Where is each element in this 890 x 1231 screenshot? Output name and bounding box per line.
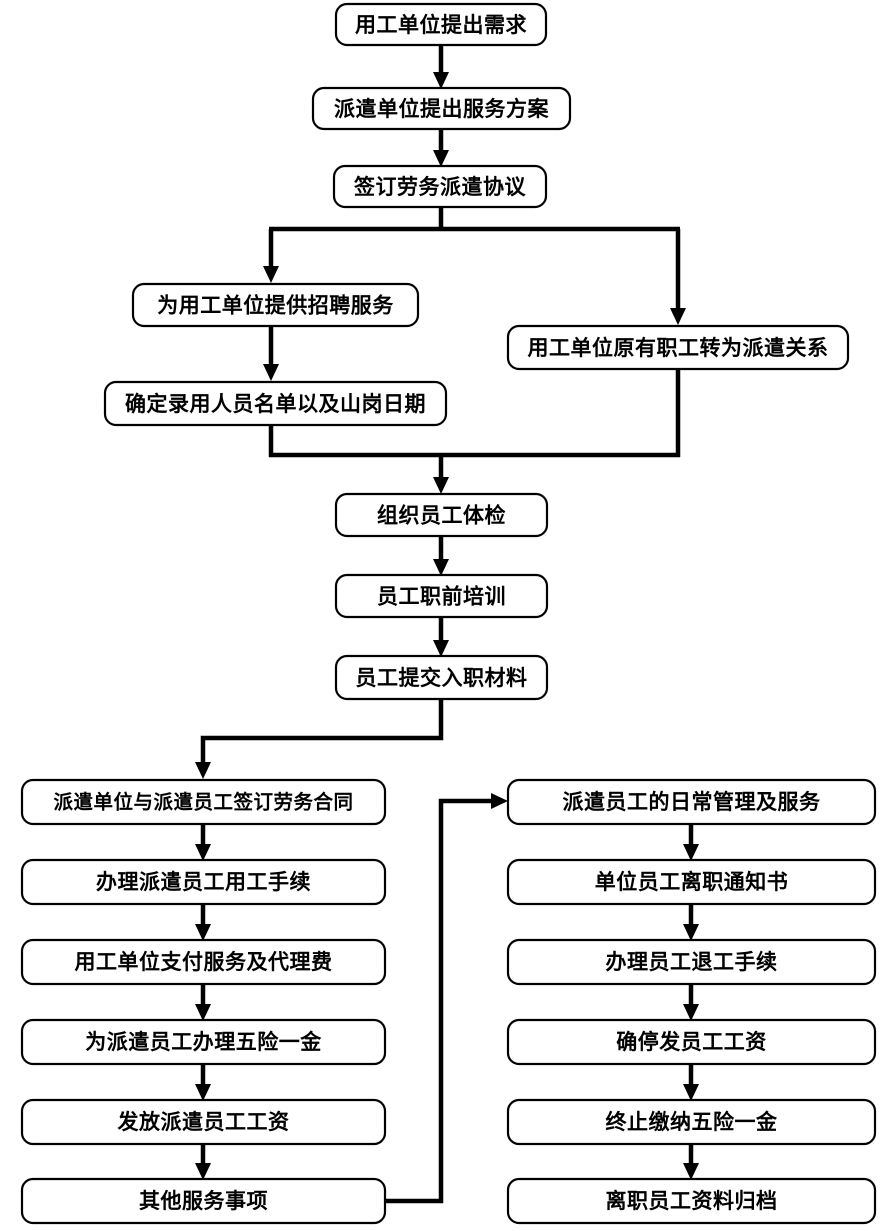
- node-box-l1[interactable]: [20, 778, 387, 826]
- node-label-n5: 用工单位原有职工转为派遣关系: [528, 336, 829, 360]
- node-label-n8: 员工职前培训: [377, 585, 506, 609]
- edge-splitbar-n4: [263, 229, 279, 283]
- node-label-n3: 签订劳务派遣协议: [353, 175, 526, 199]
- edge-r4-r5: [683, 1064, 699, 1101]
- node-medical-exam[interactable]: 组织员工体检: [334, 492, 549, 538]
- node-daily-management[interactable]: 派遣员工的日常管理及服务: [506, 778, 877, 826]
- node-box-n3[interactable]: [332, 164, 548, 209]
- node-resignation-notice[interactable]: 单位员工离职通知书: [506, 858, 877, 906]
- node-box-r5[interactable]: [506, 1098, 877, 1146]
- edge-n4-n6: [263, 326, 279, 381]
- edge-l1-l2: [195, 824, 211, 861]
- node-box-r1[interactable]: [506, 778, 877, 826]
- node-box-r3[interactable]: [506, 938, 877, 986]
- node-pay-service-fee[interactable]: 用工单位支付服务及代理费: [20, 938, 387, 986]
- node-other-services[interactable]: 其他服务事项: [20, 1177, 387, 1225]
- edge-n2-n3: [433, 129, 449, 167]
- node-layer: 用工单位提出需求 派遣单位提出服务方案 签订劳务派遣协议 为用工单位提供招聘服务…: [20, 2, 877, 1225]
- node-service-proposal[interactable]: 派遣单位提出服务方案: [311, 86, 572, 131]
- node-archive-records[interactable]: 离职员工资料归档: [506, 1177, 877, 1225]
- node-exit-formalities[interactable]: 办理员工退工手续: [506, 938, 877, 986]
- node-label-n7: 组织员工体检: [377, 504, 506, 528]
- node-label-l5: 发放派遣员工工资: [117, 1110, 290, 1134]
- node-box-r6[interactable]: [506, 1177, 877, 1225]
- node-label-r1: 派遣员工的日常管理及服务: [563, 790, 821, 814]
- node-label-r5: 终止缴纳五险一金: [606, 1110, 778, 1134]
- node-box-n6[interactable]: [103, 380, 448, 427]
- edge-r3-r4: [683, 984, 699, 1021]
- edge-n8-n9: [433, 617, 449, 657]
- node-box-l3[interactable]: [20, 938, 387, 986]
- node-box-n2[interactable]: [311, 86, 572, 131]
- node-box-n7[interactable]: [334, 492, 549, 538]
- edge-l4-l5: [195, 1064, 211, 1101]
- node-demand-request[interactable]: 用工单位提出需求: [334, 2, 548, 47]
- node-box-n9[interactable]: [334, 654, 549, 701]
- node-label-l4: 为派遣员工办理五险一金: [85, 1030, 322, 1054]
- node-employment-formalities[interactable]: 办理派遣员工用工手续: [20, 858, 387, 906]
- node-pay-salary[interactable]: 发放派遣员工工资: [20, 1098, 387, 1146]
- node-terminate-insurance[interactable]: 终止缴纳五险一金: [506, 1098, 877, 1146]
- node-confirm-hire-list[interactable]: 确定录用人员名单以及山岗日期: [103, 380, 448, 427]
- edge-r1-r2: [683, 824, 699, 861]
- node-pre-job-training[interactable]: 员工职前培训: [334, 573, 549, 619]
- edge-l5-l6: [195, 1144, 211, 1180]
- node-label-n6: 确定录用人员名单以及山岗日期: [125, 392, 426, 416]
- node-label-n1: 用工单位提出需求: [355, 13, 527, 37]
- edge-splitbar-n5: [670, 229, 686, 325]
- node-sign-dispatch-agreement[interactable]: 签订劳务派遣协议: [332, 164, 548, 209]
- node-label-l2: 办理派遣员工用工手续: [96, 870, 311, 894]
- node-box-l6[interactable]: [20, 1177, 387, 1225]
- edge-n1-n2: [433, 45, 449, 89]
- node-label-n2: 派遣单位提出服务方案: [334, 97, 549, 121]
- node-box-n5[interactable]: [506, 324, 850, 371]
- edge-n9-l1: [195, 699, 444, 779]
- edge-l6-r1: [385, 793, 508, 1204]
- node-social-insurance[interactable]: 为派遣员工办理五险一金: [20, 1018, 387, 1066]
- node-box-r4[interactable]: [506, 1018, 877, 1066]
- node-box-n4[interactable]: [131, 282, 420, 328]
- node-box-n8[interactable]: [334, 573, 549, 619]
- node-box-r2[interactable]: [506, 858, 877, 906]
- node-box-l4[interactable]: [20, 1018, 387, 1066]
- edge-l2-l3: [195, 904, 211, 941]
- node-label-l6: 其他服务事项: [139, 1189, 268, 1213]
- node-box-l2[interactable]: [20, 858, 387, 906]
- node-label-r4: 确停发员工工资: [616, 1030, 767, 1054]
- node-label-l1: 派遣单位与派遣员工签订劳务合同: [53, 791, 353, 814]
- node-recruitment-service[interactable]: 为用工单位提供招聘服务: [131, 282, 420, 328]
- node-label-r2: 单位员工离职通知书: [595, 870, 789, 894]
- node-submit-onboarding-materials[interactable]: 员工提交入职材料: [334, 654, 549, 701]
- connector-layer: [195, 45, 699, 1204]
- node-existing-staff-transfer[interactable]: 用工单位原有职工转为派遣关系: [506, 324, 850, 371]
- node-sign-labor-contract[interactable]: 派遣单位与派遣员工签订劳务合同: [20, 778, 387, 826]
- node-box-n1[interactable]: [334, 2, 548, 47]
- node-label-n9: 员工提交入职材料: [356, 666, 528, 690]
- node-label-n4: 为用工单位提供招聘服务: [157, 294, 394, 318]
- node-box-l5[interactable]: [20, 1098, 387, 1146]
- edge-r2-r3: [683, 904, 699, 941]
- edge-mergebar-n7: [433, 455, 449, 494]
- edge-r5-r6: [683, 1144, 699, 1180]
- node-label-r6: 离职员工资料归档: [606, 1189, 778, 1213]
- node-stop-salary[interactable]: 确停发员工工资: [506, 1018, 877, 1066]
- node-label-l3: 用工单位支付服务及代理费: [75, 950, 333, 974]
- node-label-r3: 办理员工退工手续: [606, 950, 778, 974]
- edge-l3-l4: [195, 984, 211, 1021]
- edge-n7-n8: [433, 536, 449, 576]
